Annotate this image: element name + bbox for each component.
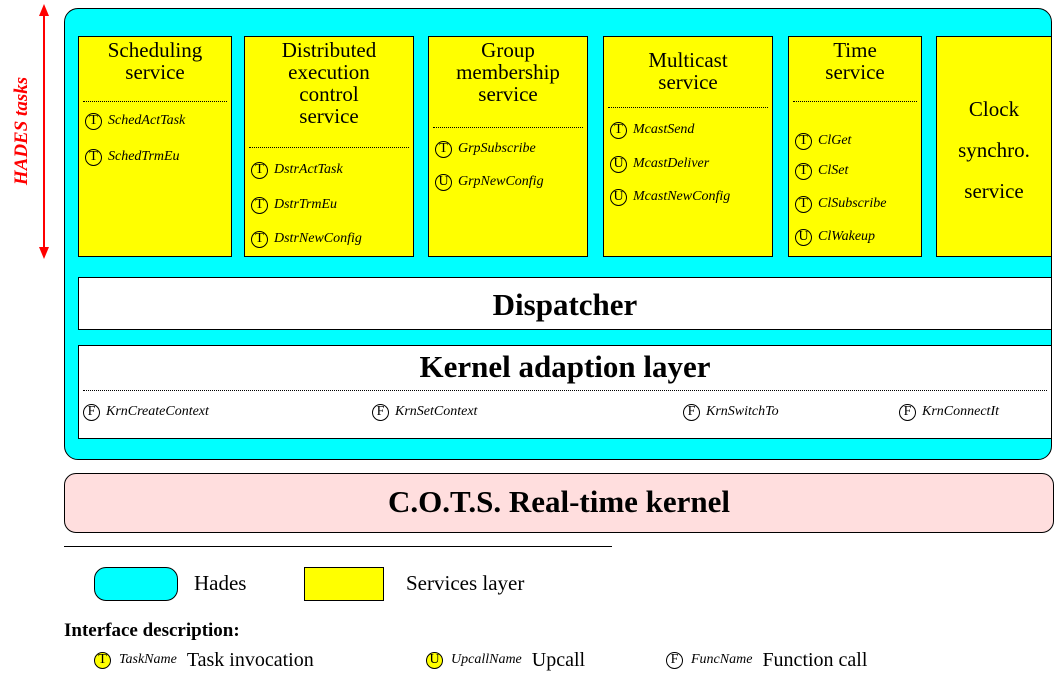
task-badge-icon: T [94,651,111,669]
kernel-adaption-title: Kernel adaption layer [419,349,711,384]
task-badge-icon: T [795,195,812,213]
interface-entry-task: T TaskName Task invocation [94,649,314,671]
upcall-badge-icon: U [795,228,812,246]
legend-services-swatch [304,567,384,601]
function-badge-icon: F [372,403,389,421]
separator [433,127,583,128]
legend-hades-swatch [94,567,178,601]
task-item: T ClSubscribe [795,194,886,214]
function-item: F KrnCreateContext [83,402,209,422]
dispatcher-layer: Dispatcher [78,277,1052,330]
task-item: T DstrNewConfig [251,229,362,249]
separator [249,147,409,148]
task-badge-icon: T [251,230,268,248]
double-arrow-icon [39,4,49,259]
legend-divider [64,546,612,547]
task-item: T SchedActTask [85,111,185,131]
task-item: T ClSet [795,161,848,181]
upcall-item: U GrpNewConfig [435,172,544,192]
task-badge-icon: T [85,148,102,166]
kernel-adaption-layer: Kernel adaption layer F KrnCreateContext… [78,345,1052,439]
upcall-badge-icon: U [426,651,443,669]
separator [83,101,227,102]
interface-description-title: Interface description: [64,620,240,641]
cots-kernel-title: C.O.T.S. Real-time kernel [387,484,731,519]
task-item: T SchedTrmEu [85,147,180,167]
task-item: T McastSend [610,120,694,140]
function-item: F KrnConnectIt [899,402,999,422]
hades-tasks-text: HADES tasks [11,76,32,186]
function-badge-icon: F [683,403,700,421]
task-item: T DstrTrmEu [251,195,337,215]
task-badge-icon: T [795,132,812,150]
task-item: T DstrActTask [251,160,343,180]
upcall-badge-icon: U [610,155,627,173]
function-badge-icon: F [83,403,100,421]
separator [793,101,917,102]
function-badge-icon: F [899,403,916,421]
task-badge-icon: T [610,121,627,139]
function-item: F KrnSetContext [372,402,477,422]
hades-tasks-label: HADES tasks [0,0,60,262]
separator [83,390,1047,391]
dispatcher-title: Dispatcher [492,287,638,322]
function-item: F KrnSwitchTo [683,402,779,422]
legend-services-label: Services layer [406,571,525,595]
task-badge-icon: T [251,196,268,214]
function-badge-icon: F [666,651,683,669]
interface-entry-function: F FuncName Function call [666,649,867,671]
task-badge-icon: T [795,162,812,180]
upcall-item: U McastNewConfig [610,187,730,207]
upcall-item: U ClWakeup [795,227,875,247]
task-badge-icon: T [251,161,268,179]
cots-kernel-layer: C.O.T.S. Real-time kernel [64,473,1054,533]
task-badge-icon: T [435,140,452,158]
upcall-item: U McastDeliver [610,154,709,174]
task-badge-icon: T [85,112,102,130]
separator [608,107,768,108]
interface-entry-upcall: U UpcallName Upcall [426,649,585,671]
upcall-badge-icon: U [610,188,627,206]
task-item: T ClGet [795,131,851,151]
legend-hades-label: Hades [194,571,247,595]
upcall-badge-icon: U [435,173,452,191]
task-item: T GrpSubscribe [435,139,536,159]
